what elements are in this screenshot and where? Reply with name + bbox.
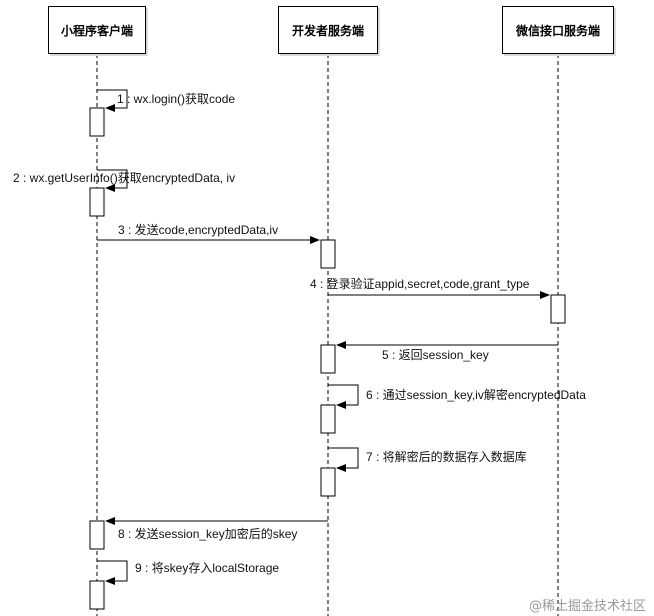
participant-client: 小程序客户端 <box>48 6 146 54</box>
message-9-arrow <box>97 560 128 585</box>
activation-box <box>89 580 105 610</box>
message-2-arrow <box>97 169 128 192</box>
activation-box <box>320 467 336 497</box>
participant-wechat-name: 微信接口服务端 <box>515 23 600 38</box>
message-1-arrow <box>97 89 128 112</box>
activation-box <box>89 107 105 137</box>
activation-box <box>550 294 566 324</box>
message-7-arrow <box>328 447 359 472</box>
message-6-label: 6 : 通过session_key,iv解密encryptedData <box>366 388 586 402</box>
activation-box <box>320 344 336 374</box>
participant-client-name: 小程序客户端 <box>60 23 133 38</box>
participant-server-name: 开发者服务端 <box>291 23 364 38</box>
watermark: @稀土掘金技术社区 <box>528 599 646 614</box>
message-7-label: 7 : 将解密后的数据存入数据库 <box>366 450 527 464</box>
message-1-label: 1 : wx.login()获取code <box>117 92 236 106</box>
message-3-label: 3 : 发送code,encryptedData,iv <box>118 223 279 237</box>
participant-server: 开发者服务端 <box>278 6 378 54</box>
activation-box <box>320 239 336 269</box>
activation-box <box>320 404 336 434</box>
message-4-label: 4 : 登录验证appid,secret,code,grant_type <box>310 277 530 291</box>
activation-box <box>89 520 105 550</box>
message-6-arrow <box>328 384 359 409</box>
participant-wechat: 微信接口服务端 <box>502 6 614 54</box>
activation-box <box>89 187 105 217</box>
message-5-label: 5 : 返回session_key <box>382 348 489 362</box>
message-8-label: 8 : 发送session_key加密后的skey <box>118 527 298 541</box>
message-2-label: 2 : wx.getUserInfo()获取encryptedData, iv <box>13 171 236 185</box>
message-9-label: 9 : 将skey存入localStorage <box>135 561 280 575</box>
